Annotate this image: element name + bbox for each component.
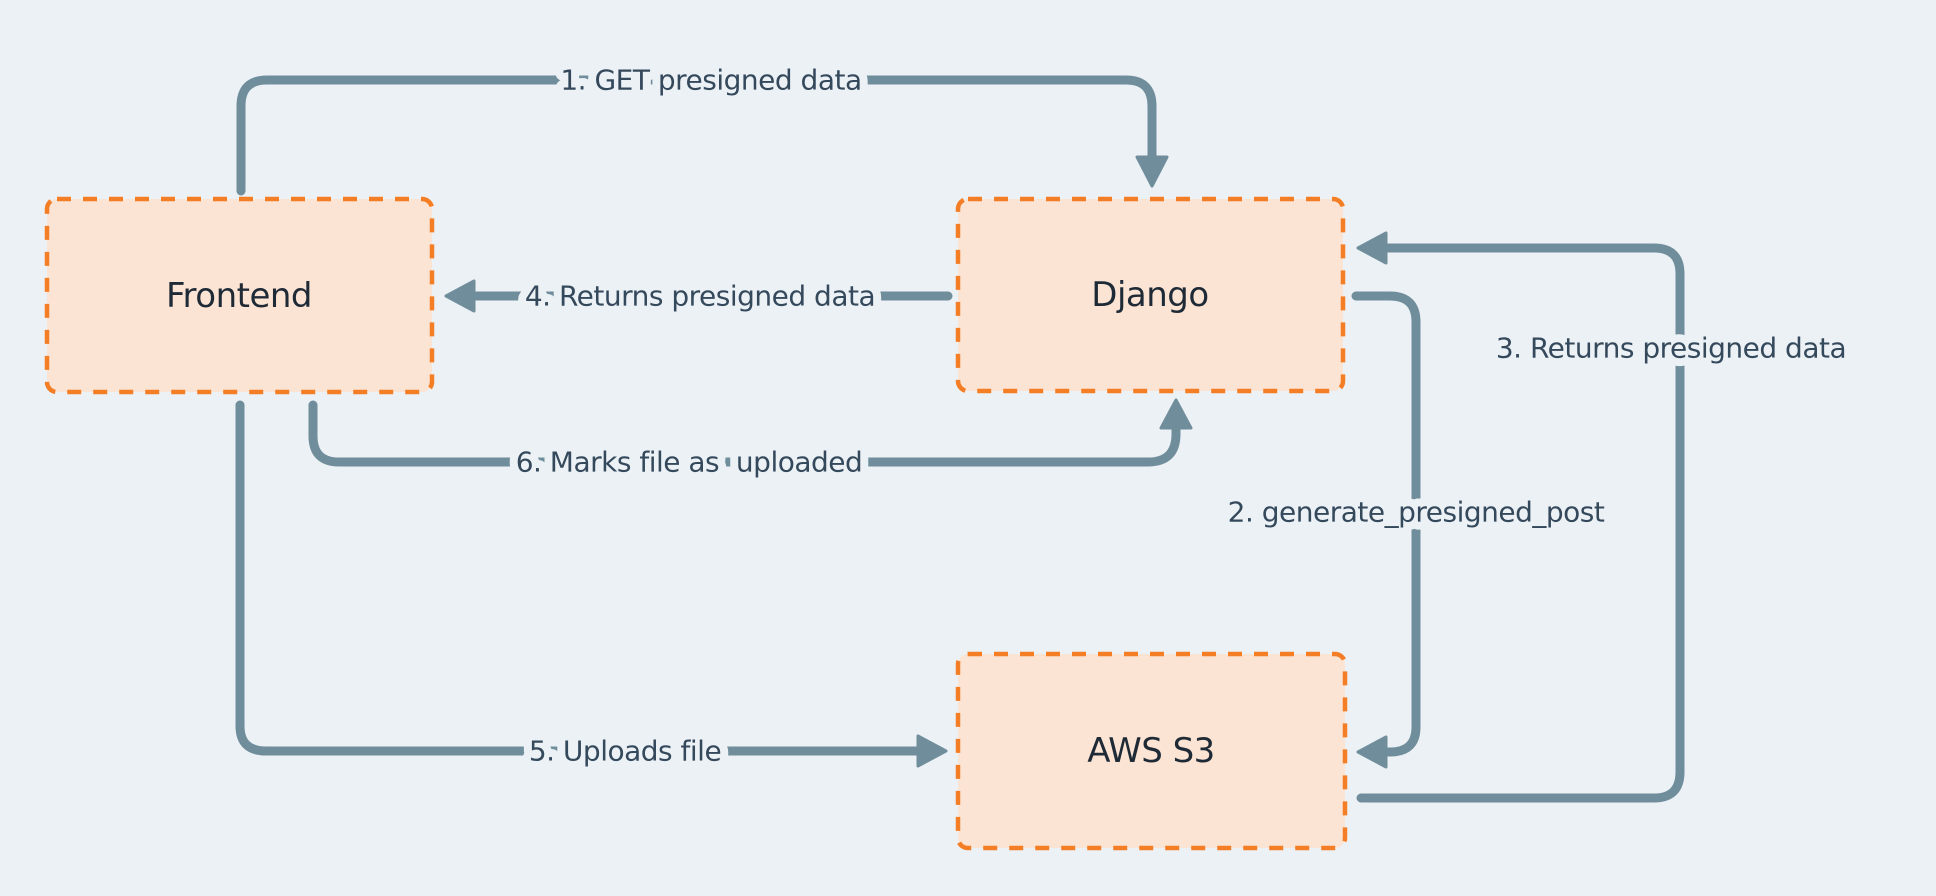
edge-2-line	[1351, 291, 1421, 757]
django-label: Django	[1091, 275, 1208, 315]
edge-django-to-frontend-returns: 4. Returns presigned data	[444, 272, 953, 321]
aws-s3-label: AWS S3	[1087, 731, 1215, 771]
edge-2-arrowhead-icon	[1356, 735, 1388, 769]
node-frontend: Frontend	[44, 196, 435, 395]
edge-4-arrowhead-icon	[444, 279, 476, 313]
frontend-label: Frontend	[166, 276, 312, 316]
edge-5-line	[235, 400, 922, 756]
edge-frontend-to-django-marks: 6. Marks file as uploaded	[308, 398, 1193, 487]
edge-3-label: 3. Returns presigned data	[1496, 332, 1846, 365]
node-aws-s3: AWS S3	[955, 651, 1348, 851]
edge-6-line	[308, 400, 1181, 467]
node-django: Django	[955, 196, 1346, 394]
edge-2-label: 2. generate_presigned_post	[1228, 496, 1605, 529]
edge-5-label: 5. Uploads file	[529, 735, 721, 768]
edge-6-arrowhead-icon	[1159, 398, 1193, 430]
edge-frontend-to-django-get: 1. GET presigned data	[236, 56, 1169, 196]
edge-4-label: 4. Returns presigned data	[525, 280, 875, 313]
edge-frontend-to-s3-uploads: 5. Uploads file	[235, 400, 948, 776]
aws-s3-box	[955, 651, 1348, 851]
edge-1-arrowhead-icon	[1135, 155, 1169, 188]
edge-1-line	[236, 75, 1157, 196]
edge-3-arrowhead-icon	[1356, 231, 1388, 265]
django-box	[955, 196, 1346, 394]
edge-3-line	[1356, 243, 1685, 803]
edge-s3-to-django-returns: 3. Returns presigned data	[1356, 231, 1855, 803]
edge-5-arrowhead-icon	[916, 734, 948, 768]
frontend-box	[44, 196, 435, 395]
edge-django-to-s3-generate: 2. generate_presigned_post	[1220, 291, 1613, 769]
edge-1-label: 1. GET presigned data	[560, 64, 861, 97]
edge-6-label: 6. Marks file as uploaded	[516, 446, 863, 479]
